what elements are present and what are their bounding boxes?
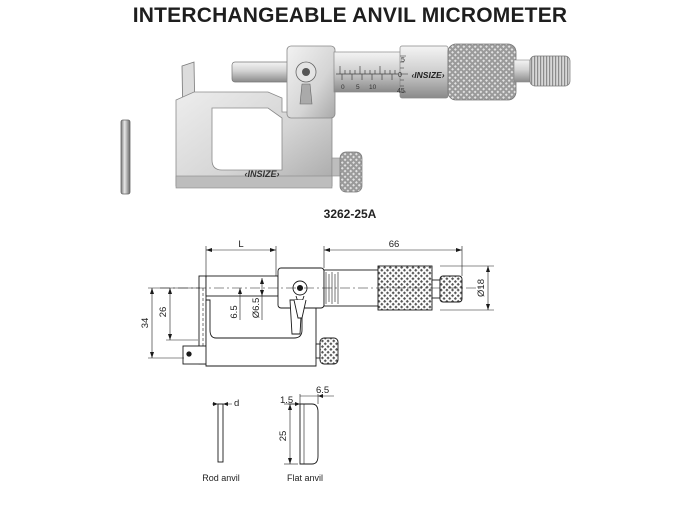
ratchet-stop xyxy=(529,55,571,87)
dim-dia18-label: Ø18 xyxy=(476,279,487,297)
drawing-lock-knob xyxy=(319,337,339,365)
flat-anvil-drawing xyxy=(284,394,334,465)
thimble-number-45: 45 xyxy=(397,88,405,95)
dim-6-5-label: 6.5 xyxy=(229,305,240,318)
dim-34-label: 34 xyxy=(140,318,151,329)
flat-anvil-shape xyxy=(299,403,319,465)
dim-66-label: 66 xyxy=(389,239,400,250)
lock-lever-icon xyxy=(299,83,313,105)
rod-anvil-d-label: d xyxy=(234,398,239,409)
flat-anvil-1-5-label: 1.5 xyxy=(280,395,293,406)
spare-rod-anvil xyxy=(120,119,131,195)
sleeve-number-10: 10 xyxy=(369,84,377,91)
ratchet-neck xyxy=(513,59,531,83)
thimble-number-0: 0 xyxy=(398,72,402,79)
drawing-ratchet xyxy=(439,275,463,303)
thimble-brand-mark: ‹INSIZE› xyxy=(411,70,444,80)
spindle xyxy=(231,61,291,83)
dim-L-label: L xyxy=(238,239,243,250)
frame-base xyxy=(175,175,333,189)
frame-head xyxy=(286,45,336,119)
flat-anvil-label: Flat anvil xyxy=(287,473,323,483)
dim-26-label: 26 xyxy=(158,307,169,318)
lock-screw-icon xyxy=(302,68,310,76)
thimble-number-5: 5 xyxy=(401,57,405,64)
model-number: 3262-25A xyxy=(323,207,377,221)
drawing-anvil-screw-icon xyxy=(186,351,192,357)
drawing-frame xyxy=(205,299,317,367)
frame-brand-mark: ‹INSIZE› xyxy=(245,169,280,179)
sleeve-number-0: 0 xyxy=(341,84,345,91)
micrometer-photo: ‹INSIZE› 0 5 10 xyxy=(120,43,571,195)
flat-anvil-25-label: 25 xyxy=(278,431,289,442)
drawing-sleeve xyxy=(323,269,385,307)
rod-anvil-drawing xyxy=(212,402,232,463)
drawing-spindle xyxy=(205,275,279,297)
thimble-knurl xyxy=(447,43,517,101)
sleeve-number-5: 5 xyxy=(356,84,360,91)
rod-anvil-label: Rod anvil xyxy=(202,473,240,483)
page-title: INTERCHANGEABLE ANVIL MICROMETER xyxy=(132,4,568,27)
dimension-drawing xyxy=(148,246,494,367)
rod-anvil-shape xyxy=(217,403,224,463)
dim-dia6-5-label: Ø6.5 xyxy=(251,298,262,319)
flat-anvil-6-5-label: 6.5 xyxy=(316,385,329,396)
anvil-lock-knob xyxy=(339,151,363,193)
drawing-thimble-knurl xyxy=(377,265,433,311)
